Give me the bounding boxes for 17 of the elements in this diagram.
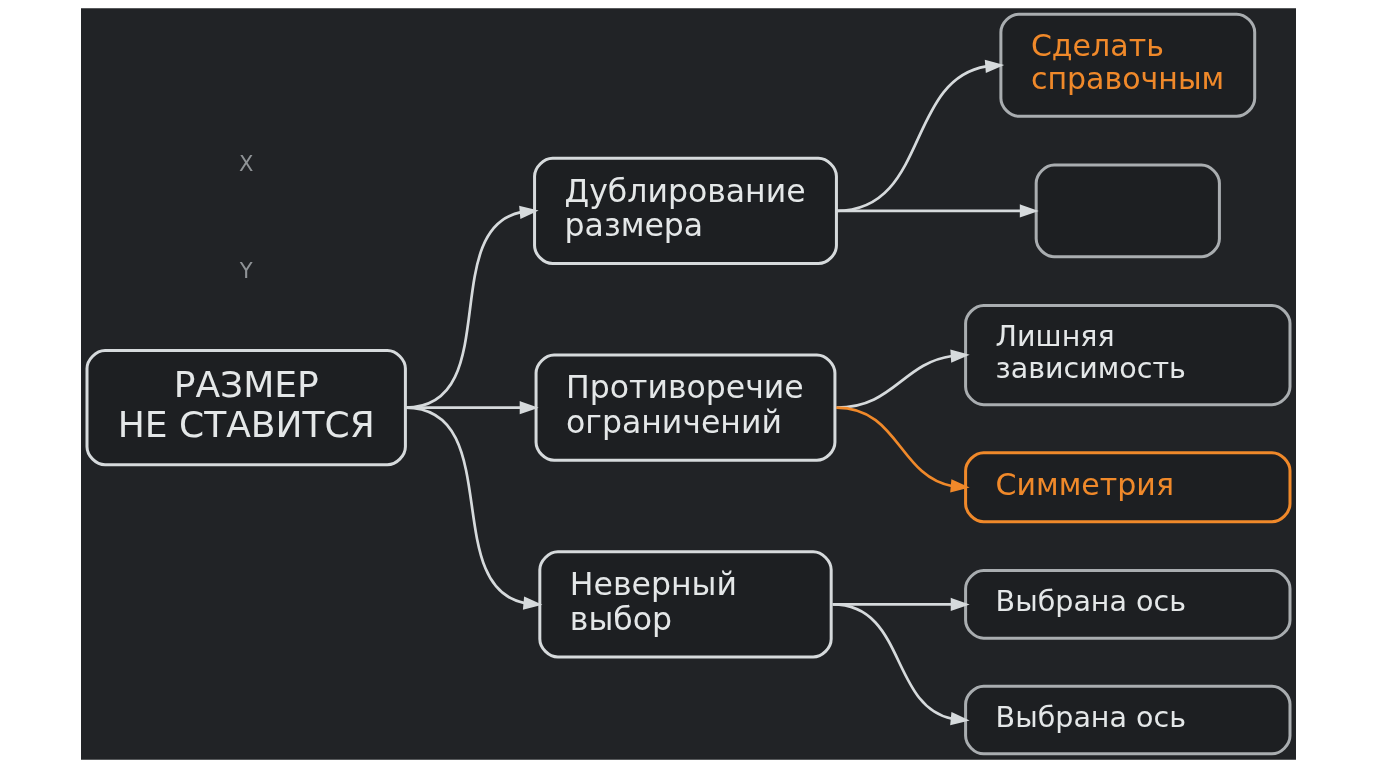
node-box: Симметрия	[963, 451, 1291, 524]
label: X	[238, 151, 253, 177]
node-box: Неверный выбор	[537, 550, 833, 659]
node-box: Выбрана ось	[963, 569, 1291, 640]
node-box: Сделать справочным	[998, 12, 1256, 118]
arrow	[835, 59, 1004, 213]
node-box: Выбрана ось	[963, 684, 1291, 756]
arrow	[404, 406, 542, 610]
node-box: РАЗМЕР НЕ СТАВИТСЯ	[85, 349, 407, 467]
node-box	[1034, 163, 1221, 259]
node-box: Лишняя зависимость	[963, 304, 1291, 407]
node-box: Противоречие ограничений	[534, 353, 836, 462]
arrow	[835, 406, 970, 493]
arrow	[832, 603, 970, 726]
node-box: Дублирование размера	[532, 156, 838, 265]
arrow	[835, 204, 1039, 218]
label: Y	[239, 258, 253, 284]
